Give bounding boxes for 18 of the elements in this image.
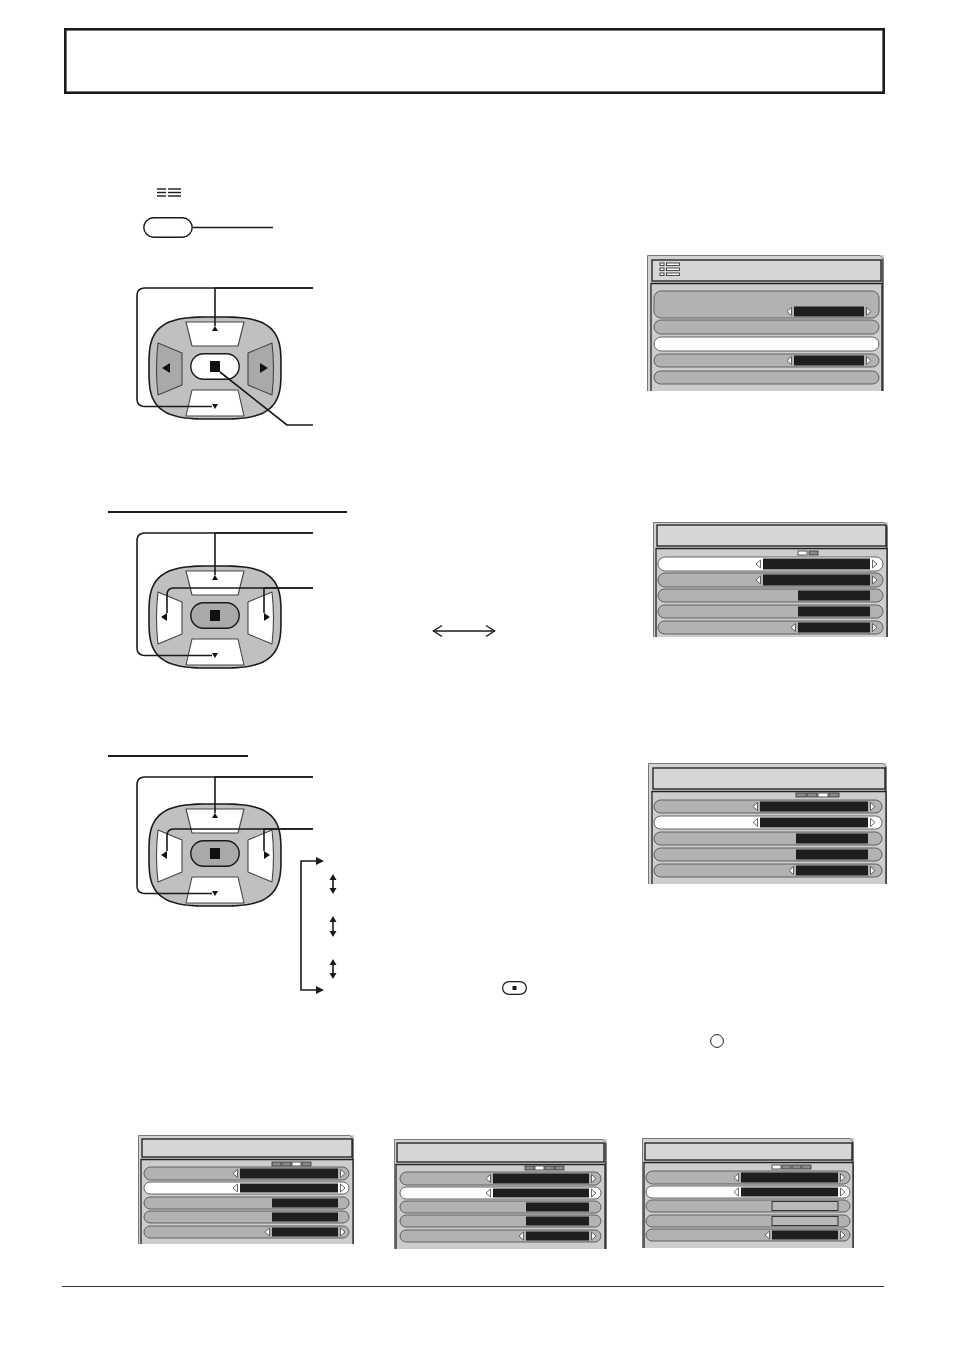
right-key [247,828,275,884]
leader-line [192,226,274,229]
left-key [155,341,183,397]
remote-button [143,217,193,238]
leader-line [219,371,314,426]
direction-pad [148,565,282,669]
direction-pad [148,803,282,907]
leader-line [136,532,314,657]
up-key [185,321,245,347]
leader-line [263,828,314,852]
left-key [155,590,183,646]
direction-pad [148,316,282,420]
left-key [155,828,183,884]
right-key [247,341,275,397]
leader-line [136,776,314,895]
leader-line [136,287,314,408]
leader-line [263,587,314,614]
right-key [247,590,275,646]
